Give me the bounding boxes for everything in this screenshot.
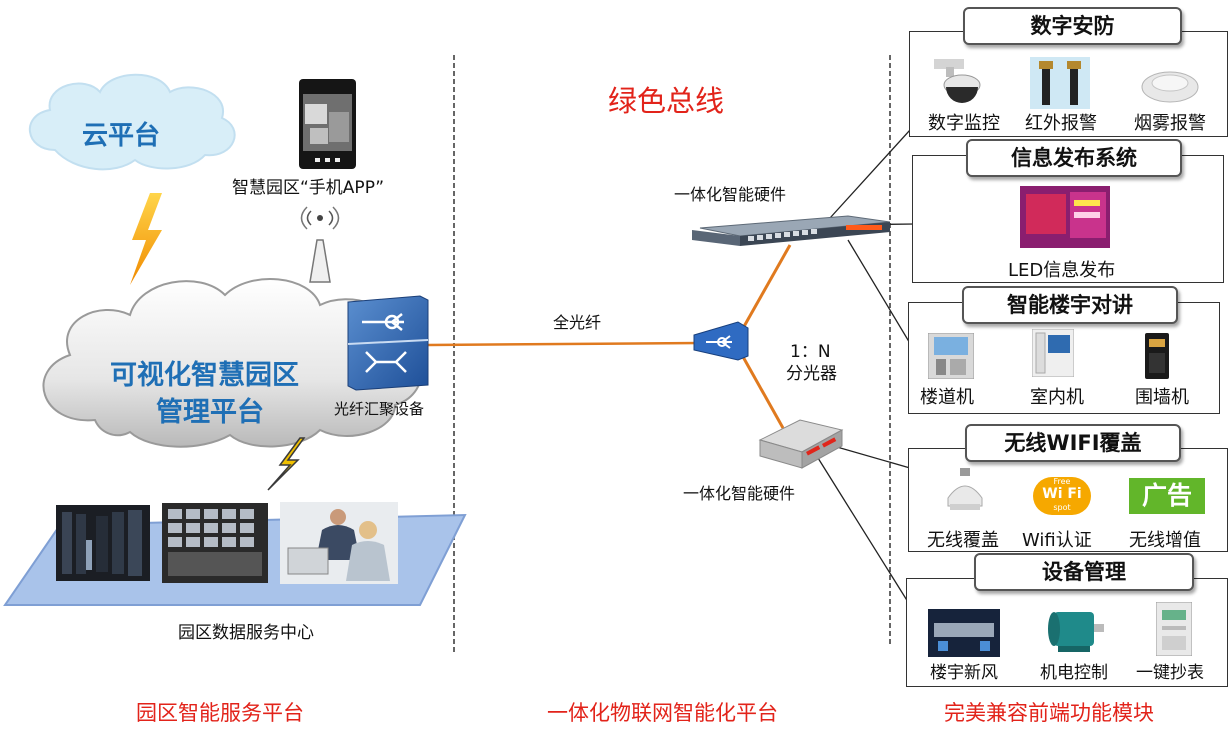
led-screen-icon — [1020, 186, 1110, 248]
motor-icon — [1048, 612, 1104, 652]
smart-meter-icon — [1156, 602, 1192, 656]
ad-badge: 广告 — [1129, 478, 1205, 514]
infrared-beam-icon — [1030, 57, 1090, 109]
item-wireless-value-add: 无线增值 — [1129, 530, 1201, 551]
caption-right: 完美兼容前端功能模块 — [944, 701, 1154, 725]
video-wall-photo — [162, 503, 268, 583]
fiber-line-down — [740, 354, 785, 429]
item-corridor-unit: 楼道机 — [920, 387, 974, 408]
smoke-detector-icon — [1141, 71, 1199, 103]
item-fresh-air: 楼宇新风 — [930, 663, 998, 683]
phone-app-icon — [299, 79, 356, 169]
fresh-air-panel-icon — [928, 609, 1000, 657]
main-cloud-title-line1: 可视化智慧园区 — [110, 360, 299, 391]
cloud-platform-label: 云平台 — [82, 121, 161, 151]
item-wall-unit: 围墙机 — [1135, 387, 1189, 408]
office-workers-photo — [280, 502, 398, 584]
green-bus-label: 绿色总线 — [608, 84, 725, 118]
switch-hardware-top — [692, 215, 891, 246]
splitter-label: 分光器 — [786, 364, 837, 384]
full-fiber-label: 全光纤 — [553, 313, 602, 332]
data-center-label: 园区数据服务中心 — [178, 623, 314, 643]
module-title-device-management: 设备管理 — [974, 553, 1194, 591]
caption-middle: 一体化物联网智能化平台 — [547, 701, 778, 725]
hardware-box-bottom — [758, 419, 844, 469]
wifi-badge-top: Free — [1053, 477, 1071, 486]
item-electromechanical-control: 机电控制 — [1040, 663, 1108, 683]
cloud-platform-shape — [29, 73, 236, 171]
module-title-digital-security: 数字安防 — [963, 7, 1182, 45]
hardware-top-label: 一体化智能硬件 — [674, 185, 787, 204]
connector-device — [817, 457, 914, 611]
hardware-bottom-label: 一体化智能硬件 — [683, 484, 796, 503]
fiber-aggregator-device — [347, 295, 429, 391]
item-smoke-alarm: 烟雾报警 — [1134, 113, 1206, 134]
splitter-device — [693, 321, 749, 361]
lightning-icon-small — [267, 437, 306, 491]
connector-wifi — [829, 444, 911, 469]
module-title-building-intercom: 智能楼宇对讲 — [962, 286, 1178, 324]
module-title-wifi-coverage: 无线WIFI覆盖 — [965, 424, 1181, 462]
indoor-unit-icon — [1032, 329, 1074, 377]
server-room-photo — [56, 505, 150, 581]
antenna-icon — [300, 206, 340, 283]
item-led-publishing: LED信息发布 — [1008, 260, 1116, 281]
wall-unit-icon — [1145, 333, 1169, 379]
wifi-badge-main: Wi Fi — [1042, 486, 1082, 502]
item-digital-monitoring: 数字监控 — [928, 113, 1000, 134]
item-meter-reading: 一键抄表 — [1136, 663, 1204, 683]
module-title-info-publishing: 信息发布系统 — [966, 139, 1182, 177]
fiber-line-up — [740, 244, 792, 331]
main-cloud-title-line2: 管理平台 — [156, 397, 264, 428]
item-wireless-coverage: 无线覆盖 — [927, 530, 999, 551]
item-wifi-auth: Wifi认证 — [1022, 530, 1092, 551]
wifi-spot-badge: Free Wi Fi spot — [1033, 477, 1091, 515]
dome-camera-icon — [934, 59, 981, 103]
wireless-ap-icon — [947, 468, 983, 510]
item-infrared-alarm: 红外报警 — [1025, 113, 1097, 134]
item-indoor-unit: 室内机 — [1030, 387, 1084, 408]
wifi-badge-bottom: spot — [1053, 503, 1071, 512]
phone-app-label: 智慧园区“手机APP” — [232, 178, 385, 198]
fiber-line-main — [427, 341, 701, 347]
lightning-icon-large — [130, 193, 162, 285]
fiber-aggregator-label: 光纤汇聚设备 — [334, 400, 425, 418]
splitter-ratio: 1：N — [790, 342, 831, 362]
caption-left: 园区智能服务平台 — [136, 701, 304, 725]
corridor-unit-icon — [928, 333, 974, 379]
